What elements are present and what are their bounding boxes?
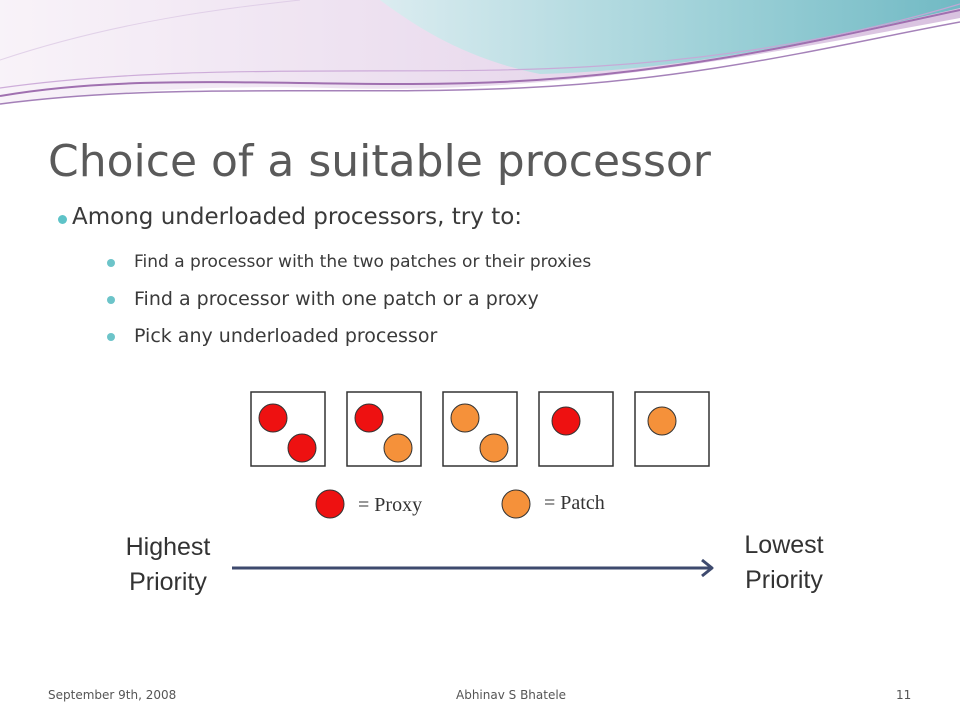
- legend-proxy-label: = Proxy: [358, 494, 422, 516]
- patch-circle: [479, 433, 509, 463]
- patch-circle: [383, 433, 413, 463]
- highest-priority-line2: Priority: [129, 568, 207, 596]
- patch-circle: [647, 406, 677, 436]
- sub-bullet-one-patch: Find a processor with one patch or a pro…: [107, 288, 539, 310]
- footer-date: September 9th, 2008: [48, 688, 177, 702]
- legend-proxy-circle: [315, 489, 345, 519]
- legend-patch-circle: [501, 489, 531, 519]
- sub-bullet-any-processor: Pick any underloaded processor: [106, 325, 438, 347]
- highest-priority-label: Highest Priority: [108, 530, 228, 600]
- footer-author: Abhinav S Bhatele: [456, 688, 567, 702]
- priority-arrow: [232, 558, 714, 578]
- lowest-priority-label: Lowest Priority: [724, 528, 844, 598]
- patch-circle: [450, 403, 480, 433]
- legend-patch-label: = Patch: [544, 492, 605, 514]
- proxy-circle: [287, 433, 317, 463]
- proxy-circle: [258, 403, 288, 433]
- sub-bullet-two-patches: Find a processor with the two patches or…: [106, 252, 592, 272]
- proxy-circle: [551, 406, 581, 436]
- header-wave-banner: [0, 0, 960, 105]
- lowest-priority-line2: Priority: [745, 566, 823, 594]
- footer-page-number: 11: [896, 688, 912, 702]
- proxy-circle: [354, 403, 384, 433]
- lowest-priority-line1: Lowest: [744, 531, 824, 559]
- slide-title: Choice of a suitable processor: [48, 136, 711, 187]
- highest-priority-line1: Highest: [125, 533, 211, 561]
- main-bullet: Among underloaded processors, try to:: [57, 204, 523, 230]
- processor-diagram: = Proxy = Patch: [250, 388, 712, 524]
